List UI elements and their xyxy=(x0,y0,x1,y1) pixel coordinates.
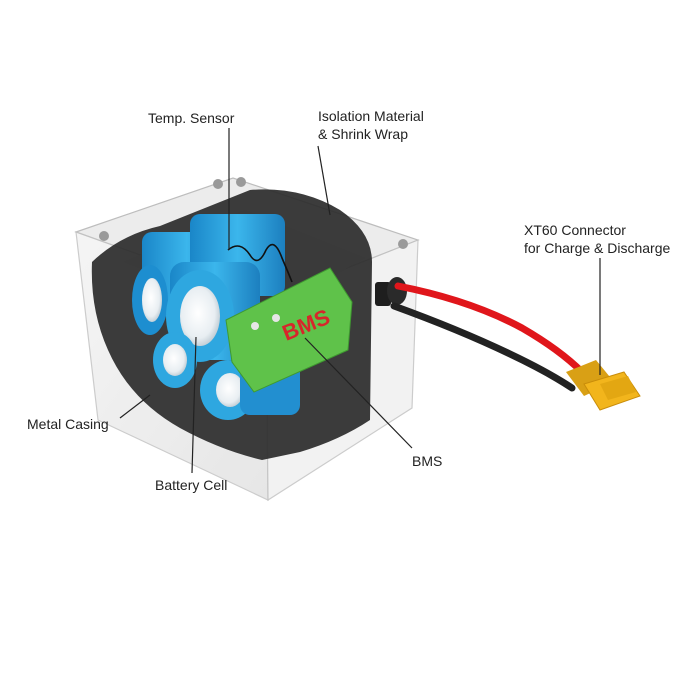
label-isolation-line2: & Shrink Wrap xyxy=(318,126,408,142)
label-metal-casing: Metal Casing xyxy=(27,415,109,433)
leader-isolation xyxy=(317,145,331,216)
label-battery-cell: Battery Cell xyxy=(155,476,227,494)
leader-metal-casing xyxy=(119,394,151,419)
leader-battery-cell xyxy=(191,336,197,474)
leader-bms xyxy=(304,337,413,449)
label-temp-sensor-text: Temp. Sensor xyxy=(148,110,235,126)
label-xt60-line2: for Charge & Discharge xyxy=(524,240,671,256)
label-xt60-line1: XT60 Connector xyxy=(524,222,626,238)
label-metal-casing-text: Metal Casing xyxy=(27,416,109,432)
label-isolation-material: Isolation Material & Shrink Wrap xyxy=(318,107,424,143)
leader-lines xyxy=(119,128,601,474)
label-battery-cell-text: Battery Cell xyxy=(155,477,228,493)
xt60-connector xyxy=(566,360,641,411)
label-xt60-connector: XT60 Connector for Charge & Discharge xyxy=(524,221,670,257)
temp-sensor-wire xyxy=(227,243,293,283)
black-wire xyxy=(390,302,576,392)
label-bms: BMS xyxy=(412,452,442,470)
label-isolation-line1: Isolation Material xyxy=(318,108,424,124)
label-bms-text: BMS xyxy=(412,453,443,469)
label-temp-sensor: Temp. Sensor xyxy=(148,109,234,127)
red-wire xyxy=(394,282,586,376)
